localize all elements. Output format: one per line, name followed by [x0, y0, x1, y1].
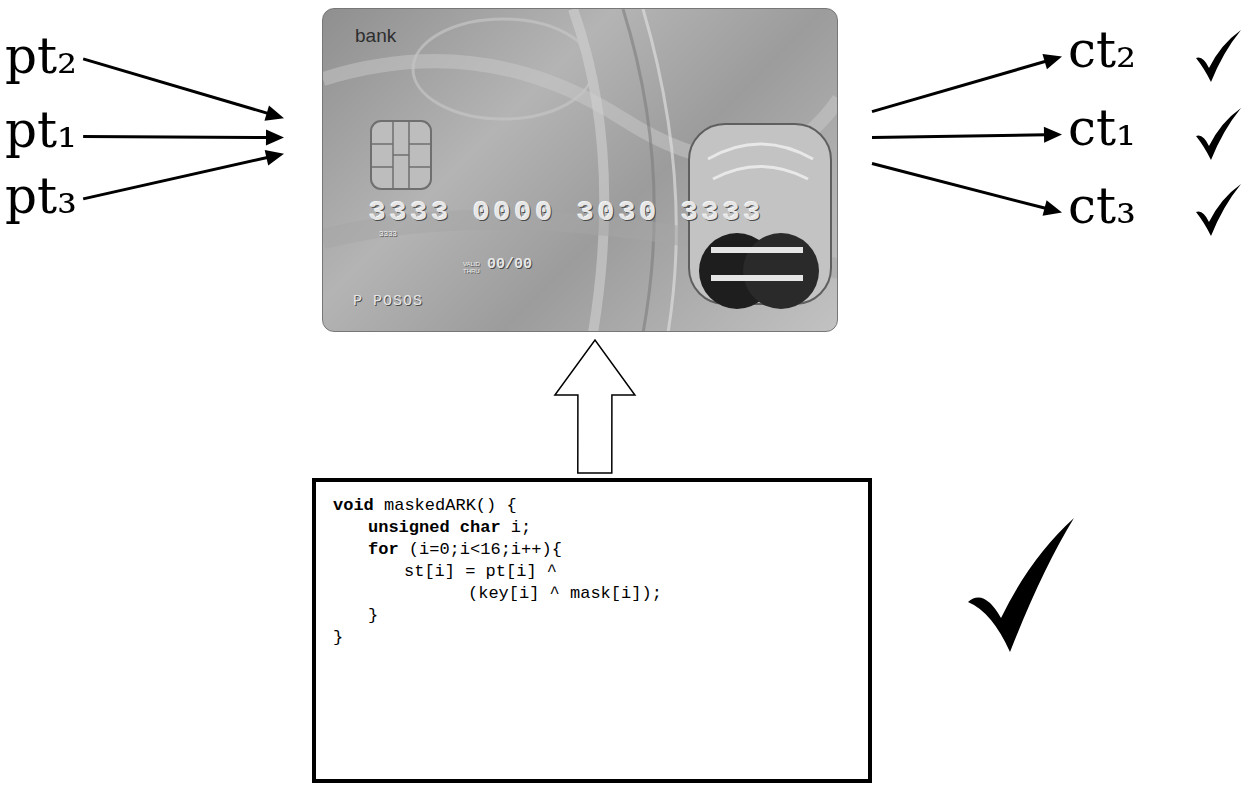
- arrow-head: [1043, 200, 1062, 215]
- code-line: (key[i] ^ mask[i]);: [468, 584, 662, 603]
- text-label: pt₂: [5, 30, 77, 83]
- arrow-head: [264, 105, 284, 120]
- card-graphic: [413, 19, 593, 119]
- card-text: P POSOS: [353, 293, 423, 310]
- arrow-line: [83, 135, 268, 139]
- connector: [872, 127, 1062, 143]
- card-text: bank: [355, 25, 396, 47]
- connector: [872, 164, 1062, 216]
- card-graphic: [371, 121, 431, 189]
- card-graphic: [711, 247, 803, 253]
- connector: [555, 340, 635, 473]
- label-text: pt₃: [5, 170, 77, 223]
- label-text: ct₃: [1068, 180, 1136, 233]
- text-label: pt₃: [5, 170, 77, 223]
- text-label: ct₃: [1068, 180, 1136, 233]
- text-label: pt₁: [5, 104, 77, 157]
- arrow-head: [1044, 127, 1062, 143]
- text-label: ct₂: [1068, 24, 1136, 77]
- code-line: }: [368, 606, 378, 625]
- card-graphic: [743, 233, 819, 309]
- connector: [872, 54, 1062, 112]
- text-label: ct₁: [1068, 102, 1136, 155]
- connector: [83, 150, 284, 199]
- label-text: ct₂: [1068, 24, 1136, 77]
- check-mark: [1196, 108, 1241, 160]
- card-text: 00/00: [487, 256, 532, 273]
- connector: [83, 59, 284, 121]
- arrow-head: [1042, 54, 1062, 69]
- label-text: ct₁: [1068, 102, 1136, 155]
- arrow-line: [83, 59, 268, 114]
- check-mark: [1196, 30, 1241, 82]
- arrow-line: [872, 164, 1047, 209]
- card-graphic: [711, 275, 803, 281]
- connector: [83, 130, 284, 146]
- arrow-line: [83, 157, 268, 199]
- code-line: st[i] = pt[i] ^: [404, 562, 557, 581]
- card-graphic: [643, 9, 676, 332]
- card-graphic: [371, 121, 431, 189]
- label-text: pt₁: [5, 104, 77, 157]
- card-text: 3333 0000 3030 3333: [369, 197, 764, 228]
- arrow-line: [872, 135, 1046, 138]
- card-graphic: [708, 144, 813, 179]
- arrow-head: [265, 150, 284, 166]
- card-text: 3333: [379, 229, 397, 238]
- code-line: unsigned char i;: [368, 518, 531, 537]
- card-text: VALID THRU: [463, 261, 483, 274]
- arrow-head: [266, 130, 284, 146]
- code-box: void maskedARK() { unsigned char i; for (i…: [312, 478, 872, 783]
- label-text: pt₂: [5, 30, 77, 83]
- big-check-mark: [968, 518, 1074, 652]
- card-graphic: [623, 9, 654, 332]
- card-graphic: [573, 9, 604, 332]
- hollow-arrow: [555, 340, 635, 473]
- code-line: void maskedARK() {: [333, 496, 517, 515]
- code-line: for (i=0;i<16;i++){: [368, 540, 562, 559]
- code-line: }: [333, 628, 343, 647]
- check-mark: [1196, 184, 1241, 236]
- credit-card-art: [323, 9, 838, 332]
- bank-card: bank 3333 0000 3030 33333333VALID THRU 00/…: [322, 8, 838, 332]
- arrow-line: [872, 61, 1047, 112]
